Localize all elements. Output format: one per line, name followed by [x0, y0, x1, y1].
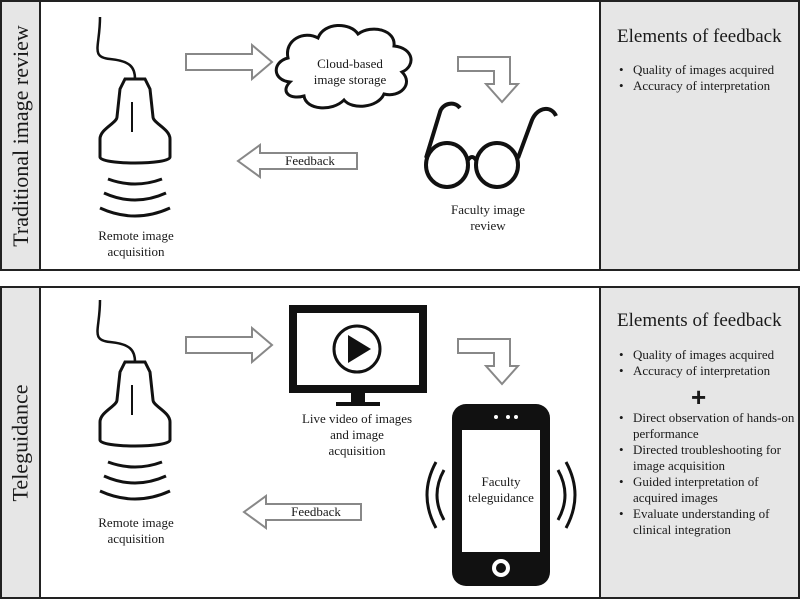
arrow-icon [457, 56, 521, 104]
top-feedback-item: Quality of images acquired [615, 62, 795, 78]
bottom-extra-item: Evaluate understanding of clinical integ… [615, 506, 795, 538]
top-feedback-arrow-label: Feedback [285, 153, 335, 168]
bottom-section-sidebar: Teleguidance [0, 286, 41, 599]
ultrasound-probe-icon [96, 15, 172, 218]
monitor-play-icon [289, 305, 427, 406]
bottom-extra-list: Direct observation of hands-on performan… [615, 410, 795, 538]
arrow-icon [236, 143, 358, 179]
phone-label: Faculty teleguidance [468, 474, 534, 505]
arrow-icon [242, 494, 362, 530]
arrow-icon [185, 325, 274, 365]
glasses-label: Faculty image review [450, 202, 525, 233]
arrow-icon [457, 338, 521, 386]
top-feedback-panel: Elements of feedback Quality of images a… [599, 0, 800, 271]
ultrasound-probe-icon [96, 298, 172, 501]
monitor-label: Live video of images and image acquisiti… [301, 411, 413, 458]
bottom-feedback-arrow-label: Feedback [291, 504, 341, 519]
top-probe-label: Remote image acquisition [98, 228, 174, 259]
eyeglasses-icon [424, 101, 558, 189]
top-feedback-item: Accuracy of interpretation [615, 78, 795, 94]
cloud-label: Cloud-based image storage [313, 56, 387, 87]
bottom-feedback-list: Quality of images acquired Accuracy of i… [615, 347, 795, 379]
bottom-feedback-title: Elements of feedback [617, 310, 782, 331]
cloud-icon [274, 24, 413, 110]
bottom-extra-item: Guided interpretation of acquired images [615, 474, 795, 506]
bottom-feedback-item: Quality of images acquired [615, 347, 795, 363]
bottom-probe-label: Remote image acquisition [98, 515, 174, 546]
bottom-extra-item: Direct observation of hands-on performan… [615, 410, 795, 442]
top-section-sidebar: Traditional image review [0, 0, 41, 271]
bottom-feedback-item: Accuracy of interpretation [615, 363, 795, 379]
plus-sign: + [691, 382, 707, 412]
top-feedback-list: Quality of images acquired Accuracy of i… [615, 62, 795, 94]
bottom-feedback-panel: Elements of feedback Quality of images a… [599, 286, 800, 599]
bottom-extra-item: Directed troubleshooting for image acqui… [615, 442, 795, 474]
smartphone-icon [425, 404, 577, 586]
arrow-icon [185, 42, 274, 82]
top-feedback-title: Elements of feedback [617, 26, 782, 47]
